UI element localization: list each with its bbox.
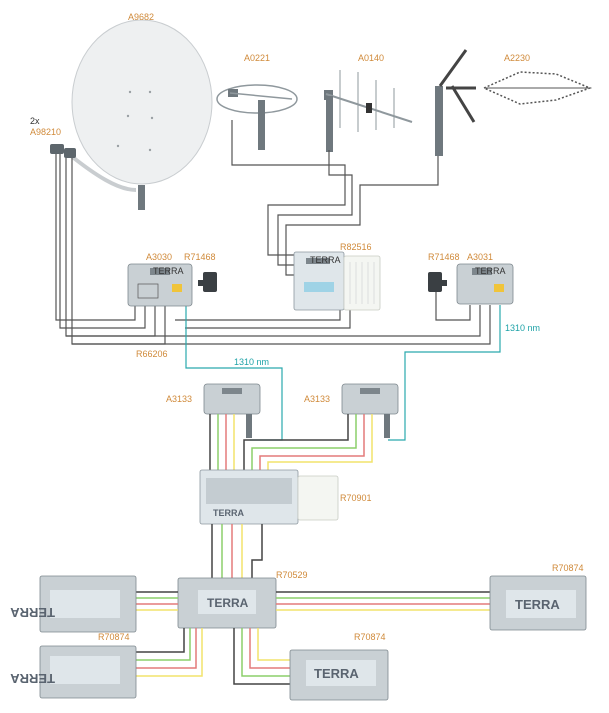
tx-left-brand: TERRA: [153, 266, 184, 276]
label-psu-left: R71468: [184, 252, 216, 262]
label-tx-right: A3031: [467, 252, 493, 262]
multiswitch-power-r70901: TERRA: [199, 469, 339, 525]
label-dish: A9682: [128, 12, 154, 22]
psu-brand: TERRA: [213, 508, 244, 518]
psu-to-main-wiring: [211, 524, 263, 578]
optical-receiver-left: [203, 383, 261, 438]
amplifier-r82516: TERRA: [293, 251, 381, 311]
satellite-dish: [68, 19, 213, 210]
antenna-a0140: [324, 70, 413, 152]
tx-right-brand: TERRA: [475, 266, 506, 276]
label-ms-right-bottom: R70874: [354, 632, 386, 642]
label-lnb-count: 2x: [30, 116, 40, 126]
label-psu-ms: R70901: [340, 493, 372, 503]
multiswitch-left-bottom-r70874: TERRA: [10, 645, 137, 699]
optical-transmitter-a3030: TERRA: [127, 263, 193, 307]
multiswitch-left-top: TERRA: [10, 575, 137, 633]
label-fiber-left: 1310 nm: [234, 357, 269, 367]
amp-brand: TERRA: [310, 255, 341, 265]
label-ms-left-bottom: R70874: [98, 632, 130, 642]
label-tx-left: A3030: [146, 252, 172, 262]
label-antenna-a0221: A0221: [244, 53, 270, 63]
receiver-wiring: [209, 414, 373, 470]
label-fiber-right: 1310 nm: [505, 323, 540, 333]
multiswitch-right-bottom-r70874: TERRA: [289, 649, 389, 701]
label-ms-right-top: R70874: [552, 563, 584, 573]
left-bottom-brand: TERRA: [10, 671, 55, 686]
left-top-brand: TERRA: [10, 605, 55, 620]
label-amp: R82516: [340, 242, 372, 252]
power-supply-right: [428, 272, 447, 292]
power-supply-left: [198, 272, 217, 292]
label-antenna-a2230: A2230: [504, 53, 530, 63]
optical-transmitter-a3031: TERRA: [456, 263, 514, 305]
right-bottom-brand: TERRA: [314, 666, 359, 681]
lnb-pair: [50, 144, 76, 158]
antenna-a2230: [435, 49, 593, 156]
label-psu-right: R71468: [428, 252, 460, 262]
label-lnb: A98210: [30, 127, 61, 137]
optical-receiver-right: [341, 383, 399, 438]
label-rx-left: A3133: [166, 394, 192, 404]
multiswitch-main-r70529: TERRA: [177, 577, 277, 629]
antenna-a0221: [216, 84, 298, 150]
multiswitch-right-top-r70874: TERRA: [489, 575, 587, 631]
coax-wiring: [55, 120, 501, 441]
label-antenna-a0140: A0140: [358, 53, 384, 63]
label-cable: R66206: [136, 349, 168, 359]
label-rx-right: A3133: [304, 394, 330, 404]
right-top-brand: TERRA: [515, 597, 560, 612]
cascade-wiring: [136, 591, 490, 685]
label-ms-main: R70529: [276, 570, 308, 580]
main-brand: TERRA: [207, 596, 249, 610]
